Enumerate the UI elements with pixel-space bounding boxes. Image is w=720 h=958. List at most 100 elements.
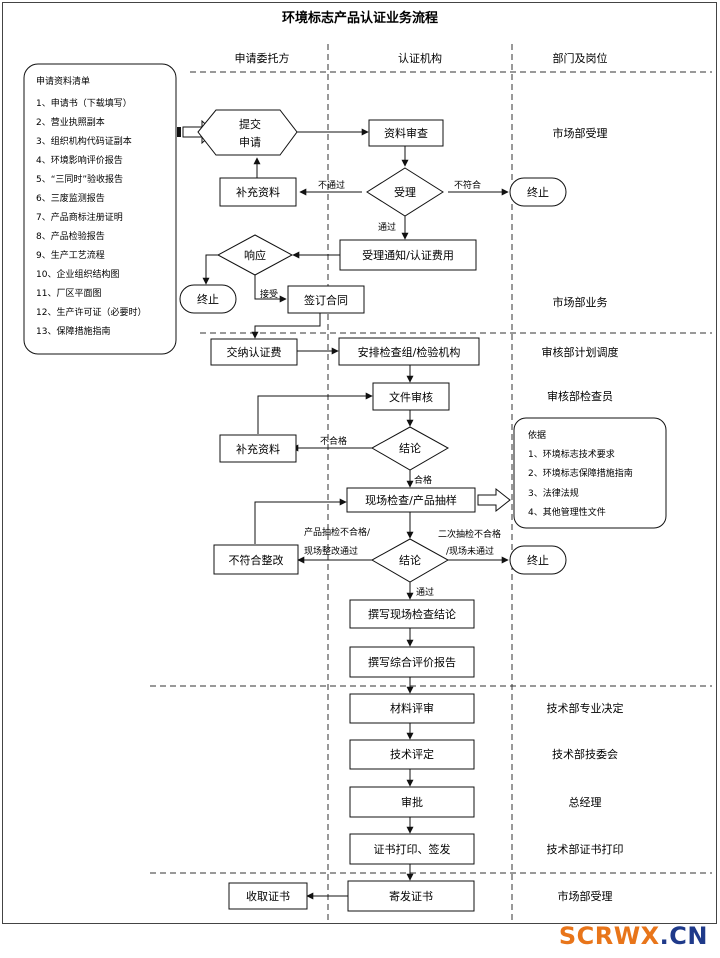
conclusion-label-2: 结论: [399, 553, 421, 567]
connectors: [202, 128, 509, 900]
dept-label: 技术部证书打印: [547, 842, 624, 856]
material-label: 材料评审: [390, 701, 434, 715]
supplement-node-1: [219, 177, 297, 207]
checklist-item: 1、申请书（下载填写）: [36, 97, 132, 109]
material-node: [349, 693, 475, 724]
end-label-1: 终止: [527, 185, 549, 199]
inspect-label: 现场检查/产品抽样: [365, 493, 457, 507]
lane-header-applicant: 申请委托方: [235, 51, 290, 65]
end-label-3: 终止: [527, 553, 549, 567]
edge-label-not-conform: 不符合: [454, 179, 481, 191]
watermark-part-2: .CN: [659, 922, 708, 950]
print-label: 证书打印、签发: [374, 842, 451, 856]
dept-label: 市场部业务: [553, 295, 608, 309]
basis-item: 1、环境标志技术要求: [528, 448, 615, 460]
diagram-frame: [2, 2, 717, 924]
supplement-label-1: 补充资料: [236, 185, 280, 199]
edge-label-second-fail-2: /现场未通过: [446, 545, 494, 557]
submit-node: [197, 109, 298, 156]
mail-node: [347, 880, 475, 912]
report2-node: [349, 646, 475, 678]
review-label: 资料审查: [384, 126, 428, 140]
dept-label: 总经理: [569, 795, 602, 809]
sign-label: 签订合同: [304, 293, 348, 307]
basis-box: [513, 417, 667, 529]
lane-dividers: [150, 44, 712, 922]
edge-label-accept: 接受: [260, 288, 278, 300]
basis-arrow: [477, 487, 511, 513]
edge-label-pass-1: 通过: [378, 221, 396, 233]
conclusion-decision-2: [370, 538, 450, 583]
checklist-box: [23, 63, 177, 355]
checklist-item: 2、营业执照副本: [36, 116, 105, 128]
report1-node: [349, 599, 475, 629]
submit-label-2: 申请: [239, 136, 261, 149]
approve-label: 审批: [401, 795, 423, 809]
edge-label-sample-fail-1: 产品抽检不合格/: [304, 526, 371, 538]
approve-node: [349, 786, 475, 818]
basis-title: 依据: [528, 429, 546, 441]
tech-node: [349, 739, 475, 770]
conclusion-label-1: 结论: [399, 441, 421, 455]
checklist-item: 6、三废监测报告: [36, 192, 105, 204]
mail-label: 寄发证书: [389, 889, 433, 903]
pay-node: [210, 338, 298, 366]
diagram-title: 环境标志产品认证业务流程: [282, 10, 438, 26]
review-node: [368, 119, 444, 147]
inspect-node: [346, 487, 476, 513]
end-node-1: [509, 177, 567, 207]
checklist-item: 10、企业组织结构图: [36, 268, 119, 280]
arrange-node: [338, 337, 480, 366]
sign-node: [287, 285, 365, 314]
accept-label: 受理: [394, 186, 416, 199]
print-node: [349, 833, 475, 865]
receive-node: [228, 882, 308, 910]
dept-label: 技术部技委会: [552, 747, 618, 761]
arrange-label: 安排检查组/检验机构: [358, 345, 461, 359]
checklist-item: 9、生产工艺流程: [36, 249, 105, 261]
checklist: 申请资料清单 1、申请书（下载填写） 2、营业执照副本 3、组织机构代码证副本 …: [36, 75, 146, 337]
end-label-2: 终止: [197, 292, 219, 306]
edge-label-pass-2: 通过: [416, 586, 434, 598]
notice-label: 受理通知/认证费用: [362, 248, 454, 262]
watermark-part-1: SCRWX: [558, 922, 660, 950]
report2-label: 撰写综合评价报告: [368, 655, 456, 669]
checklist-item: 4、环境影响评价报告: [36, 154, 123, 166]
dept-label: 市场部受理: [558, 889, 613, 903]
lane-header-dept: 部门及岗位: [553, 51, 608, 65]
basis-item: 2、环境标志保障措施指南: [528, 467, 633, 479]
edge-label-sample-fail-2: 现场整改通过: [304, 545, 358, 557]
rectify-label: 不符合整改: [229, 553, 284, 567]
report1-label: 撰写现场检查结论: [368, 607, 456, 621]
checklist-item: 13、保障措施指南: [36, 325, 110, 337]
checklist-item: 7、产品商标注册证明: [36, 211, 123, 223]
edge-label-not-pass: 不通过: [318, 179, 345, 191]
submit-label-1: 提交: [239, 117, 261, 131]
checklist-title: 申请资料清单: [36, 75, 90, 87]
supplement-label-2: 补充资料: [236, 442, 280, 456]
receive-label: 收取证书: [246, 889, 290, 903]
basis-item: 3、法律法规: [528, 487, 579, 499]
dept-label: 审核部计划调度: [542, 345, 619, 359]
accept-decision: [366, 167, 444, 217]
docreview-label: 文件审核: [389, 390, 433, 404]
checklist-item: 5、“三同时”验收报告: [36, 173, 123, 185]
dept-label: 市场部受理: [553, 126, 608, 140]
checklist-item: 12、生产许可证（必要时）: [36, 306, 146, 318]
lane-header-certifier: 认证机构: [398, 51, 442, 65]
dept-label: 审核部检查员: [547, 389, 613, 403]
checklist-item: 11、厂区平面图: [36, 288, 101, 299]
edge-label-qualified: 合格: [414, 474, 432, 486]
edge-label-unqualified: 不合格: [320, 435, 347, 447]
edge-label-second-fail-1: 二次抽检不合格: [438, 528, 501, 540]
tech-label: 技术评定: [390, 747, 434, 761]
respond-decision: [216, 234, 294, 276]
basis-item: 4、其他管理性文件: [528, 506, 606, 518]
end-node-3: [509, 545, 567, 575]
conclusion-decision-1: [370, 426, 450, 471]
dept-label: 技术部专业决定: [547, 701, 624, 715]
watermark: SCRWX.CN: [559, 922, 708, 950]
docreview-node: [372, 382, 450, 411]
end-node-2: [179, 284, 237, 314]
